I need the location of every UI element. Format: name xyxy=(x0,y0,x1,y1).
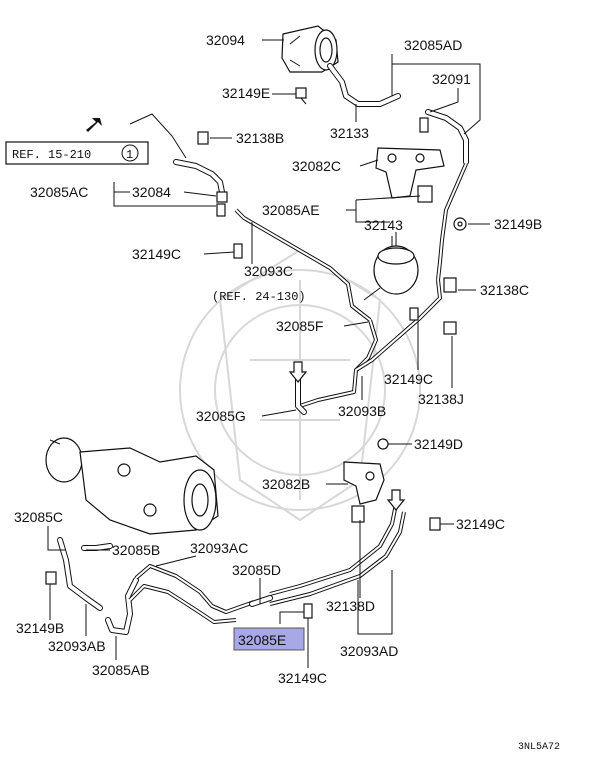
ref-circle xyxy=(121,144,139,162)
label-32091[interactable]: 32091 xyxy=(432,71,471,87)
label-32143[interactable]: 32143 xyxy=(364,217,403,233)
bolt-32149D xyxy=(377,438,389,450)
label-32085AB[interactable]: 32085AB xyxy=(92,662,150,678)
label-32149C-d[interactable]: 32149C xyxy=(278,670,327,686)
label-32149E[interactable]: 32149E xyxy=(222,85,270,101)
label-32085AC[interactable]: 32085AC xyxy=(30,184,88,200)
pipe-32093B xyxy=(299,163,468,408)
clip-32138J xyxy=(443,321,457,335)
label-32093B[interactable]: 32093B xyxy=(338,403,386,419)
bracket-32082C xyxy=(375,147,445,199)
label-32093C[interactable]: 32093C xyxy=(244,263,293,279)
hose-32085B xyxy=(81,543,113,551)
label-32085C[interactable]: 32085C xyxy=(14,509,63,525)
highlight-32085E xyxy=(233,627,305,651)
hose-32084 xyxy=(173,159,225,195)
clip-32138D xyxy=(351,505,365,523)
label-32085E[interactable]: 32085E xyxy=(238,632,286,648)
label-32085B[interactable]: 32085B xyxy=(112,542,160,558)
fitting-32084b xyxy=(216,203,226,217)
bolt-32149B-top xyxy=(453,217,467,231)
bolt-32149C-c xyxy=(429,517,441,531)
label-32133[interactable]: 32133 xyxy=(330,125,369,141)
label-32149C-b[interactable]: 32149C xyxy=(384,371,433,387)
arrow-down xyxy=(386,489,406,511)
label-32093AD[interactable]: 32093AD xyxy=(340,643,398,659)
clip-32138B xyxy=(197,131,209,145)
label-32138C[interactable]: 32138C xyxy=(480,282,529,298)
label-32085AD-top[interactable]: 32085AD xyxy=(404,37,462,53)
pipe-32093C xyxy=(234,208,372,322)
label-32085G[interactable]: 32085G xyxy=(196,408,246,424)
bolt-32149C-d xyxy=(303,603,313,619)
hose-32091 xyxy=(425,109,469,165)
tank-32143 xyxy=(373,232,419,295)
bolt-32149C-a xyxy=(233,243,243,259)
ref-15-210[interactable]: REF. 15-210 xyxy=(12,148,91,162)
steering-gear xyxy=(45,437,219,535)
leader-lines xyxy=(47,39,490,668)
hose-32085C xyxy=(57,537,103,611)
label-32149B-bot[interactable]: 32149B xyxy=(16,620,64,636)
hose-32085AB xyxy=(105,577,139,635)
clip-small-a xyxy=(419,117,429,133)
label-32093AC[interactable]: 32093AC xyxy=(190,540,248,556)
bolt-32149E xyxy=(295,87,307,105)
label-32149C-c[interactable]: 32149C xyxy=(456,516,505,532)
label-32084[interactable]: 32084 xyxy=(132,184,171,200)
ref-circle-number: 1 xyxy=(126,148,133,162)
clip-32138C xyxy=(443,277,457,293)
label-32138B[interactable]: 32138B xyxy=(236,130,284,146)
label-32138D[interactable]: 32138D xyxy=(326,598,375,614)
label-32149B-top[interactable]: 32149B xyxy=(494,216,542,232)
label-32093AB[interactable]: 32093AB xyxy=(48,638,106,654)
reservoir-32094 xyxy=(281,25,339,73)
bolt-32149C-b xyxy=(409,307,419,321)
label-32149D[interactable]: 32149D xyxy=(414,436,463,452)
clip-32143 xyxy=(417,185,433,203)
ref-box-1 xyxy=(5,141,149,165)
label-32085AE[interactable]: 32085AE xyxy=(262,202,320,218)
bracket-32082B xyxy=(343,461,385,505)
ref-arrow-icon xyxy=(86,118,102,132)
pipe-32093AC xyxy=(128,564,255,624)
label-32149C-a[interactable]: 32149C xyxy=(132,246,181,262)
ref-24-130[interactable]: (REF. 24-130) xyxy=(212,290,306,304)
label-32138J[interactable]: 32138J xyxy=(418,391,464,407)
label-32085D[interactable]: 32085D xyxy=(232,562,281,578)
hose-32085G xyxy=(288,361,308,415)
bolt-32149B-bot xyxy=(45,571,57,585)
hose-32085D xyxy=(249,595,273,607)
label-32082B[interactable]: 32082B xyxy=(262,476,310,492)
label-32094[interactable]: 32094 xyxy=(206,32,245,48)
hose-32133 xyxy=(327,63,401,107)
label-32082C[interactable]: 32082C xyxy=(292,158,341,174)
diagram-code: 3NL5A72 xyxy=(518,742,560,753)
fitting-32084 xyxy=(216,191,228,203)
pipe-32093AD xyxy=(269,503,406,606)
label-32085F[interactable]: 32085F xyxy=(276,318,323,334)
